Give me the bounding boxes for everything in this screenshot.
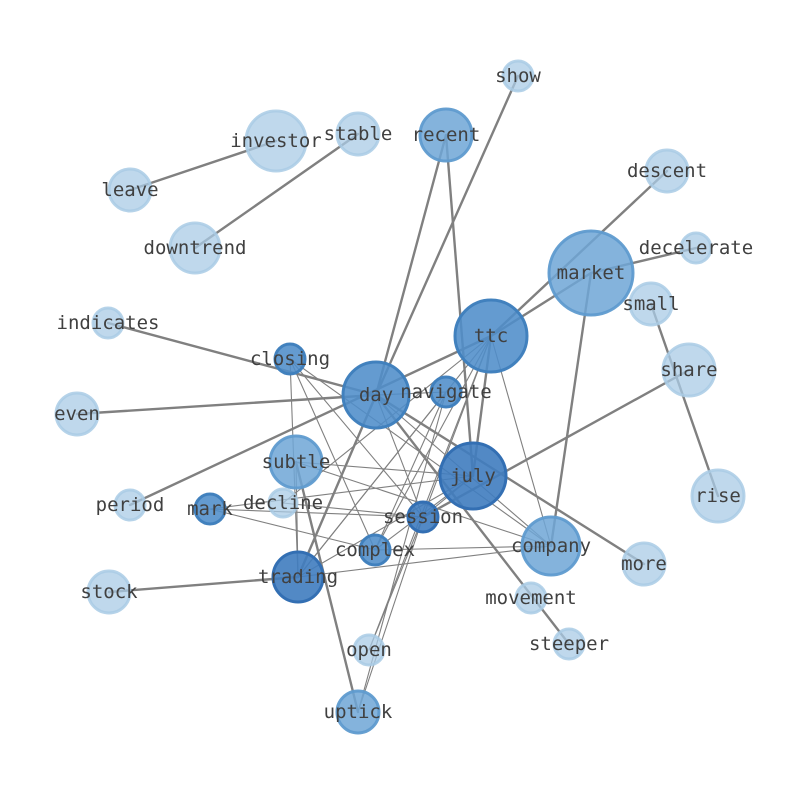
node-label-downtrend: downtrend: [144, 237, 247, 259]
edge-market-company: [549, 271, 593, 548]
node-uptick: [335, 689, 381, 735]
node-july: [438, 441, 508, 511]
node-label-complex: complex: [335, 539, 415, 561]
node-open: [352, 633, 386, 667]
node-market: [547, 229, 635, 317]
node-label-movement: movement: [485, 587, 577, 609]
node-period: [113, 488, 147, 522]
node-descent: [644, 148, 690, 194]
node-rise: [690, 468, 746, 524]
edge-subtle-uptick: [294, 460, 360, 714]
node-small: [628, 281, 674, 327]
edge-ttc-period: [128, 334, 493, 507]
node-mark: [193, 492, 227, 526]
node-label-indicates: indicates: [57, 312, 160, 334]
node-label-leave: leave: [101, 179, 158, 201]
edge-mark-complex: [209, 508, 376, 551]
node-day: [341, 360, 411, 430]
node-label-period: period: [96, 494, 165, 516]
node-label-steeper: steeper: [529, 633, 609, 655]
node-recent: [418, 107, 474, 163]
node-share: [661, 342, 717, 398]
node-label-small: small: [622, 293, 679, 315]
node-label-decline: decline: [243, 492, 323, 514]
node-label-july: july: [450, 465, 496, 487]
node-label-even: even: [54, 403, 100, 425]
node-label-trading: trading: [258, 566, 338, 588]
edge-small-rise: [649, 302, 720, 498]
node-label-descent: descent: [627, 160, 707, 182]
edge-trading-company: [297, 545, 552, 578]
node-complex: [358, 533, 392, 567]
node-label-subtle: subtle: [262, 451, 331, 473]
edge-indicates-day: [106, 321, 378, 397]
node-even: [54, 391, 100, 437]
node-indicates: [91, 306, 125, 340]
node-label-rise: rise: [695, 485, 741, 507]
edge-navigate-trading: [297, 391, 447, 578]
node-label-navigate: navigate: [400, 381, 492, 403]
edge-decline-session: [282, 502, 424, 518]
node-label-investor: investor: [230, 130, 322, 152]
node-navigate: [429, 375, 463, 409]
node-ttc: [453, 298, 529, 374]
node-label-stable: stable: [324, 123, 393, 145]
edge-recent-day: [374, 133, 448, 397]
edge-closing-session: [289, 358, 424, 518]
node-label-market: market: [557, 262, 626, 284]
node-label-share: share: [660, 359, 717, 381]
node-label-day: day: [359, 384, 393, 406]
edge-session-open: [368, 516, 424, 651]
node-label-ttc: ttc: [474, 325, 508, 347]
node-company: [520, 515, 582, 577]
edge-show-day: [374, 74, 520, 397]
node-leave: [107, 167, 153, 213]
node-downtrend: [168, 221, 222, 275]
edge-stable-downtrend: [193, 132, 360, 250]
node-movement: [514, 581, 548, 615]
edge-recent-july: [444, 133, 475, 478]
node-label-closing: closing: [250, 348, 330, 370]
node-label-session: session: [383, 506, 463, 528]
node-label-company: company: [511, 535, 591, 557]
node-stable: [335, 111, 381, 157]
edge-even-day: [75, 393, 378, 416]
edge-closing-company: [289, 358, 552, 547]
node-stock: [86, 569, 132, 615]
node-label-decelerate: decelerate: [639, 237, 753, 259]
edge-closing-complex: [289, 358, 376, 551]
node-layer: [54, 59, 746, 735]
node-trading: [271, 550, 325, 604]
node-decelerate: [679, 231, 713, 265]
edge-july-mark: [209, 475, 474, 510]
node-label-uptick: uptick: [324, 701, 393, 723]
edge-mark-session: [209, 508, 424, 518]
node-closing: [273, 342, 307, 376]
node-label-mark: mark: [187, 498, 233, 520]
node-label-open: open: [346, 639, 392, 661]
node-label-more: more: [621, 553, 667, 575]
node-label-show: show: [495, 65, 541, 87]
node-show: [501, 59, 535, 93]
node-subtle: [268, 434, 324, 490]
node-investor: [244, 109, 308, 173]
node-steeper: [552, 627, 586, 661]
node-label-recent: recent: [412, 124, 481, 146]
node-more: [621, 541, 667, 587]
node-session: [406, 500, 440, 534]
node-decline: [267, 487, 299, 519]
edge-trading-stock: [107, 575, 300, 594]
node-label-stock: stock: [80, 581, 138, 603]
